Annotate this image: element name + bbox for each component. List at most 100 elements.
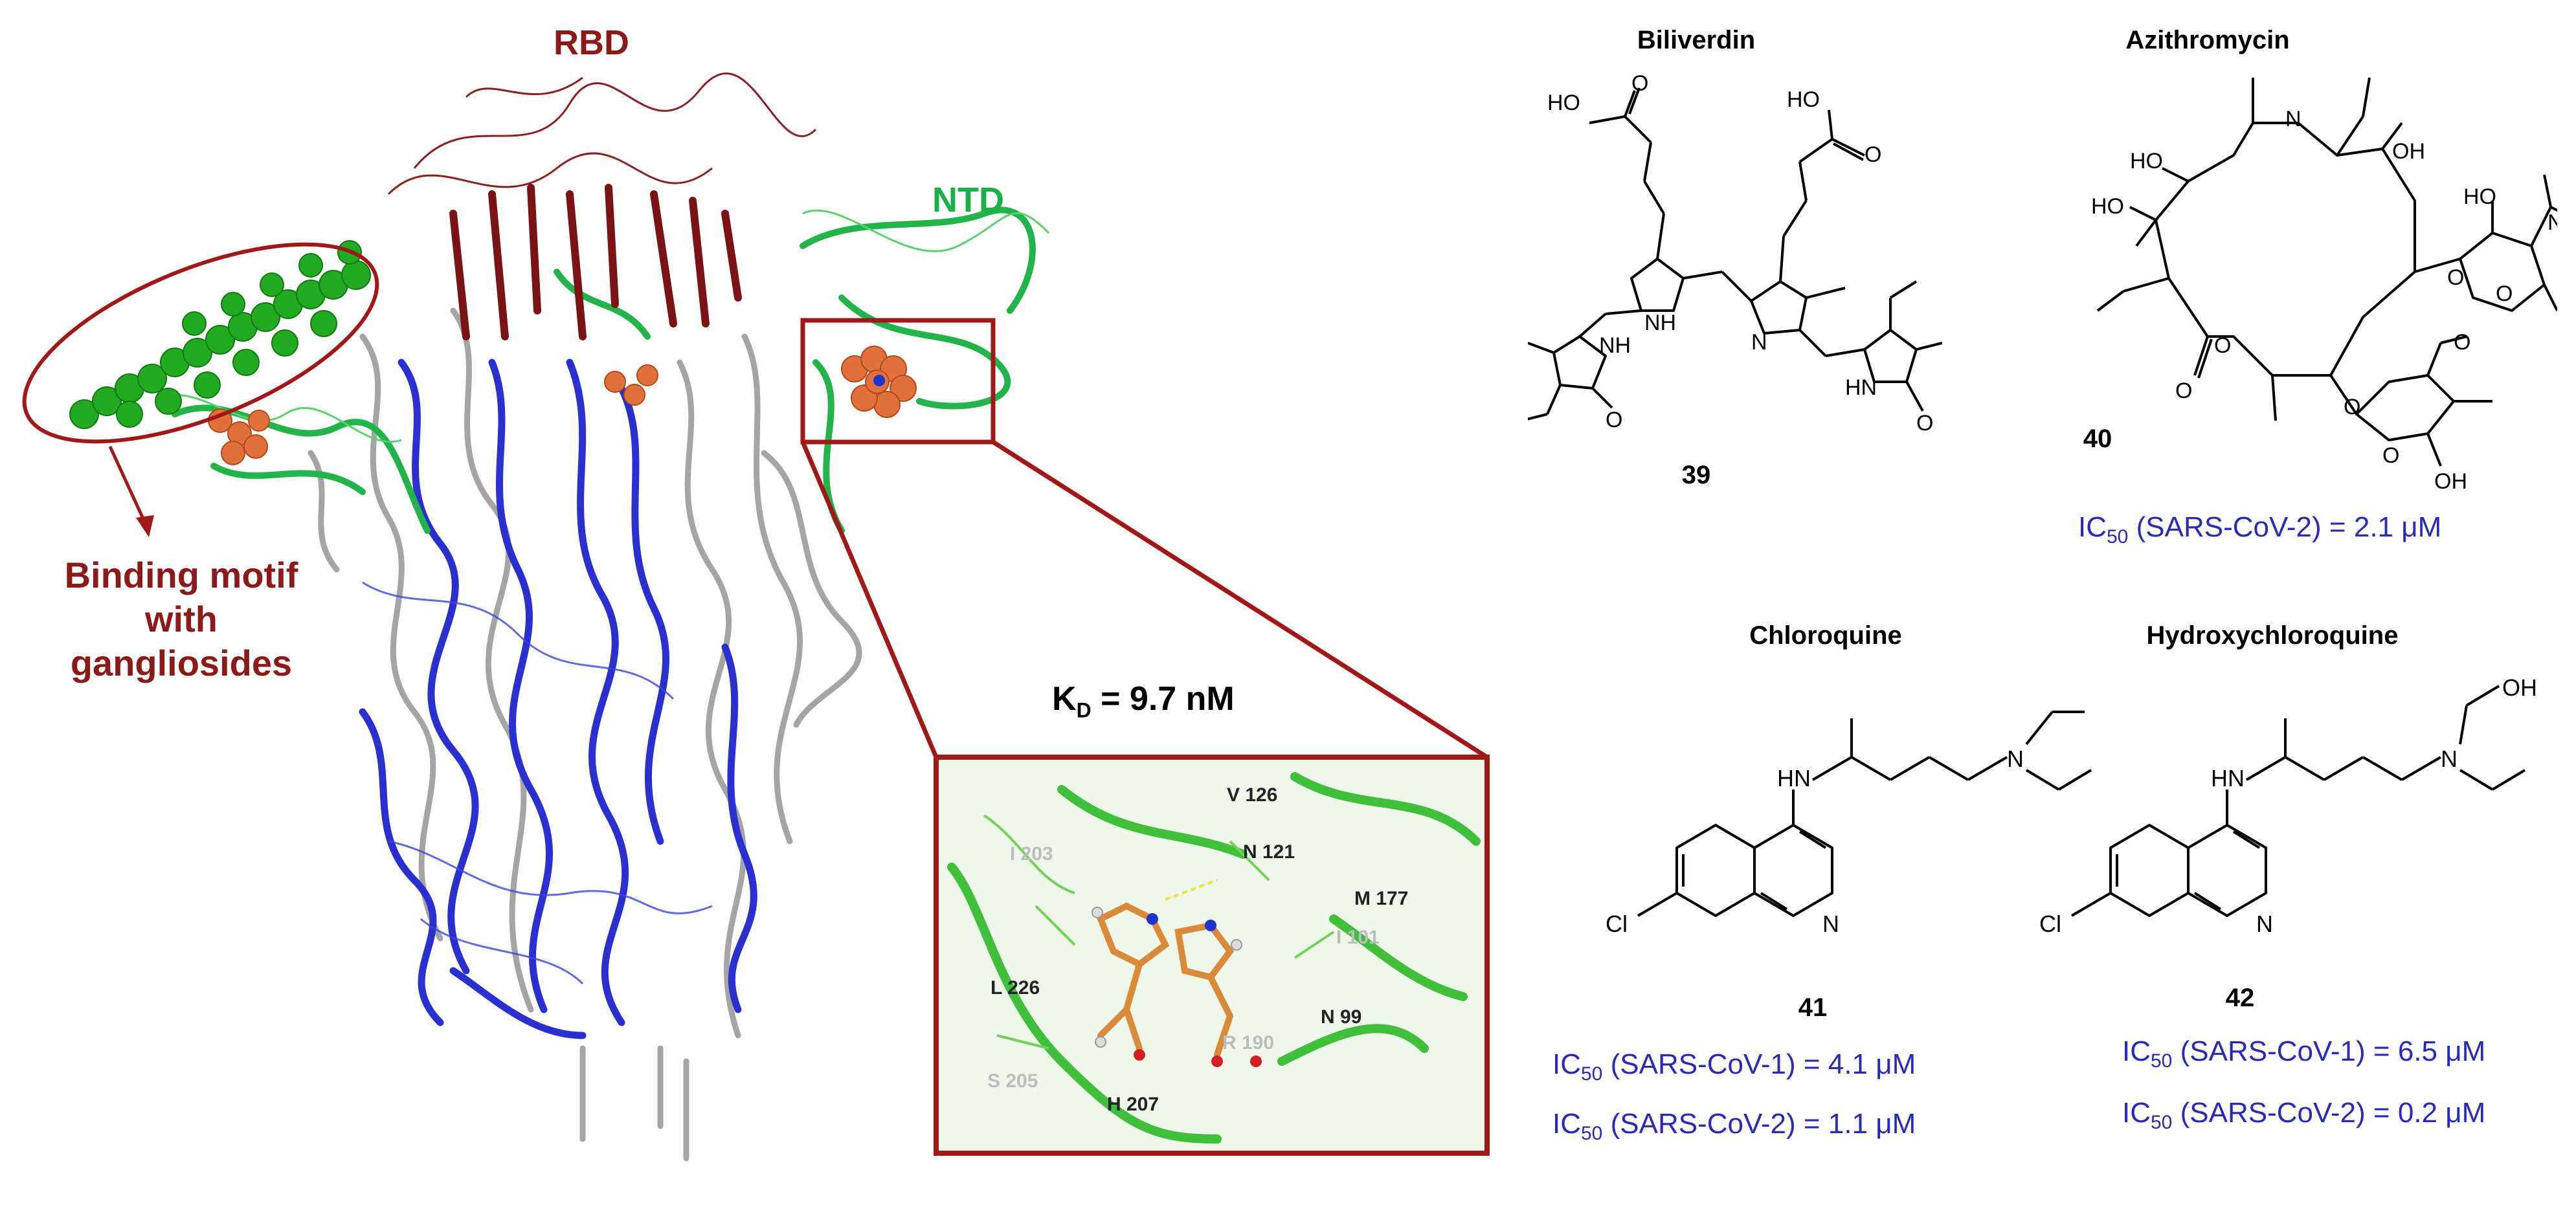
compound-41-number: 41 [1798, 993, 1828, 1022]
ic50-subscript: 50 [2151, 1050, 2173, 1072]
binding-motif-arrow [108, 445, 148, 525]
residue-s205: S 205 [987, 1070, 1038, 1092]
compound-40-ic50-1: IC50 (SARS-CoV-2) = 2.1 μM [2078, 511, 2441, 548]
binding-motif-label: Binding motif with gangliosides [39, 553, 324, 685]
biliverdin-o-lactam: O [1606, 408, 1622, 432]
ic50-value: = 2.1 μM [2329, 511, 2442, 543]
hcq-n: N [2441, 746, 2458, 772]
ic50-value: = 4.1 μM [1803, 1048, 1916, 1080]
protein-structure-panel [22, 72, 1490, 1162]
compound-39-number: 39 [1681, 461, 1711, 489]
binding-motif-line-1: Binding motif [64, 555, 298, 595]
ic50-subscript: 50 [2107, 525, 2129, 547]
ic50-virus: (SARS-CoV-1) [2180, 1035, 2366, 1067]
residue-l226: L 226 [991, 977, 1040, 999]
azithro-ho-sugar: HO [2463, 184, 2496, 209]
ic50-value: = 0.2 μM [2373, 1097, 2486, 1129]
azithro-o-ester: O [2214, 333, 2231, 358]
azithro-ome: O [2454, 330, 2470, 355]
blue-ribbons [359, 359, 757, 1039]
compound-41-ic50-2: IC50 (SARS-CoV-2) = 1.1 μM [1552, 1108, 1916, 1145]
residue-m177: M 177 [1354, 888, 1409, 909]
hcq-hn: HN [2211, 765, 2245, 791]
kd-subscript: D [1076, 698, 1092, 722]
biliverdin-ho-left: HO [1547, 91, 1580, 115]
azithro-o-clad-ring: O [2382, 443, 2399, 468]
azithro-oh-clad: OH [2434, 469, 2467, 492]
kd-value: = 9.7 nM [1091, 680, 1235, 718]
compound-41-ic50-1: IC50 (SARS-CoV-1) = 4.1 μM [1552, 1048, 1916, 1085]
residue-h207: H 207 [1107, 1094, 1159, 1115]
azithro-n-ring: N [2285, 107, 2302, 131]
hcq-cl: Cl [2039, 911, 2061, 937]
ic50-virus: (SARS-CoV-2) [2136, 511, 2322, 543]
biliverdin-o-lactam-right: O [1916, 411, 1933, 434]
azithromycin-structure: N HO HO OH O O O HO N O O O O OH [2091, 77, 2557, 492]
azithro-ho-2: HO [2091, 194, 2124, 219]
residue-n121: N 121 [1243, 841, 1295, 863]
biliverdin-o-left: O [1631, 71, 1648, 96]
ic50-virus: (SARS-CoV-2) [1610, 1108, 1796, 1140]
spike-protein-illustration [22, 72, 1490, 1162]
ganglioside-spheres [69, 240, 371, 429]
kd-label: KD = 9.7 nM [1052, 680, 1235, 722]
biliverdin-nh-top: NH [1644, 311, 1676, 335]
azithro-o-clad: O [2344, 395, 2360, 419]
azithro-oh-1: OH [2392, 139, 2425, 164]
compound-42-number: 42 [2225, 984, 2255, 1012]
ic50-virus: (SARS-CoV-1) [1610, 1048, 1796, 1080]
ic50-label: IC [1552, 1048, 1581, 1080]
kd-symbol: K [1052, 680, 1077, 718]
ic50-virus: (SARS-CoV-2) [2180, 1097, 2366, 1129]
compound-42-name: Hydroxychloroquine [2146, 621, 2399, 650]
gray-ribbons [308, 307, 862, 1162]
ic50-subscript: 50 [2151, 1111, 2173, 1133]
binding-motif-ellipse [22, 242, 379, 444]
hcq-n-ring: N [2256, 911, 2273, 937]
compound-40-number: 40 [2083, 425, 2112, 453]
ic50-label: IC [1552, 1108, 1581, 1140]
compound-42-ic50-2: IC50 (SARS-CoV-2) = 0.2 μM [2122, 1097, 2485, 1134]
ligand-spheres [208, 346, 917, 465]
rbd-ribbons [449, 184, 742, 340]
residue-v126: V 126 [1227, 784, 1278, 806]
ic50-value: = 6.5 μM [2373, 1035, 2486, 1067]
chloroquine-hn: HN [1777, 765, 1811, 791]
residue-i203: I 203 [1010, 843, 1053, 865]
rbd-label: RBD [554, 23, 629, 62]
azithro-ho-1: HO [2130, 149, 2163, 173]
binding-motif-line-3: gangliosides [70, 643, 293, 683]
binding-motif-line-2: with [145, 599, 218, 639]
azithro-o-carbonyl: O [2175, 379, 2192, 403]
azithro-n-sugar: N [2548, 210, 2557, 235]
hcq-oh: OH [2502, 674, 2537, 701]
chloroquine-n-ring: N [1822, 911, 1839, 937]
ic50-label: IC [2122, 1097, 2151, 1129]
compound-42-ic50-1: IC50 (SARS-CoV-1) = 6.5 μM [2122, 1035, 2485, 1072]
ntd-zoom-box [800, 318, 996, 445]
residue-n99: N 99 [1321, 1006, 1362, 1028]
ntd-label: NTD [932, 181, 1004, 219]
ic50-label: IC [2122, 1035, 2151, 1067]
biliverdin-structure: HO HO O O NH N NH O HN O [1528, 71, 1942, 434]
ic50-value: = 1.1 μM [1803, 1108, 1916, 1140]
compound-41-name: Chloroquine [1749, 621, 1902, 650]
ic50-subscript: 50 [1581, 1122, 1603, 1144]
biliverdin-n: N [1751, 330, 1767, 355]
residue-i101: I 101 [1336, 927, 1380, 948]
ic50-subscript: 50 [1581, 1063, 1603, 1085]
chloroquine-cl: Cl [1606, 911, 1628, 937]
chloroquine-structure: HN N Cl N [1606, 711, 2092, 937]
biliverdin-ho-right: HO [1787, 87, 1820, 112]
biliverdin-hn-lactam: HN [1845, 375, 1877, 400]
hydroxychloroquine-structure: HN N OH Cl N [2039, 674, 2537, 937]
chloroquine-n: N [2007, 746, 2024, 772]
biliverdin-o-right: O [1865, 142, 1881, 167]
residue-r190: R 190 [1222, 1032, 1275, 1054]
biliverdin-nh-lactam: NH [1599, 333, 1631, 358]
azithro-o-ring: O [2496, 282, 2513, 306]
compound-39-name: Biliverdin [1637, 26, 1756, 54]
ic50-label: IC [2078, 511, 2107, 543]
compound-40-name: Azithromycin [2125, 26, 2290, 54]
azithro-o-glyco: O [2447, 265, 2464, 290]
